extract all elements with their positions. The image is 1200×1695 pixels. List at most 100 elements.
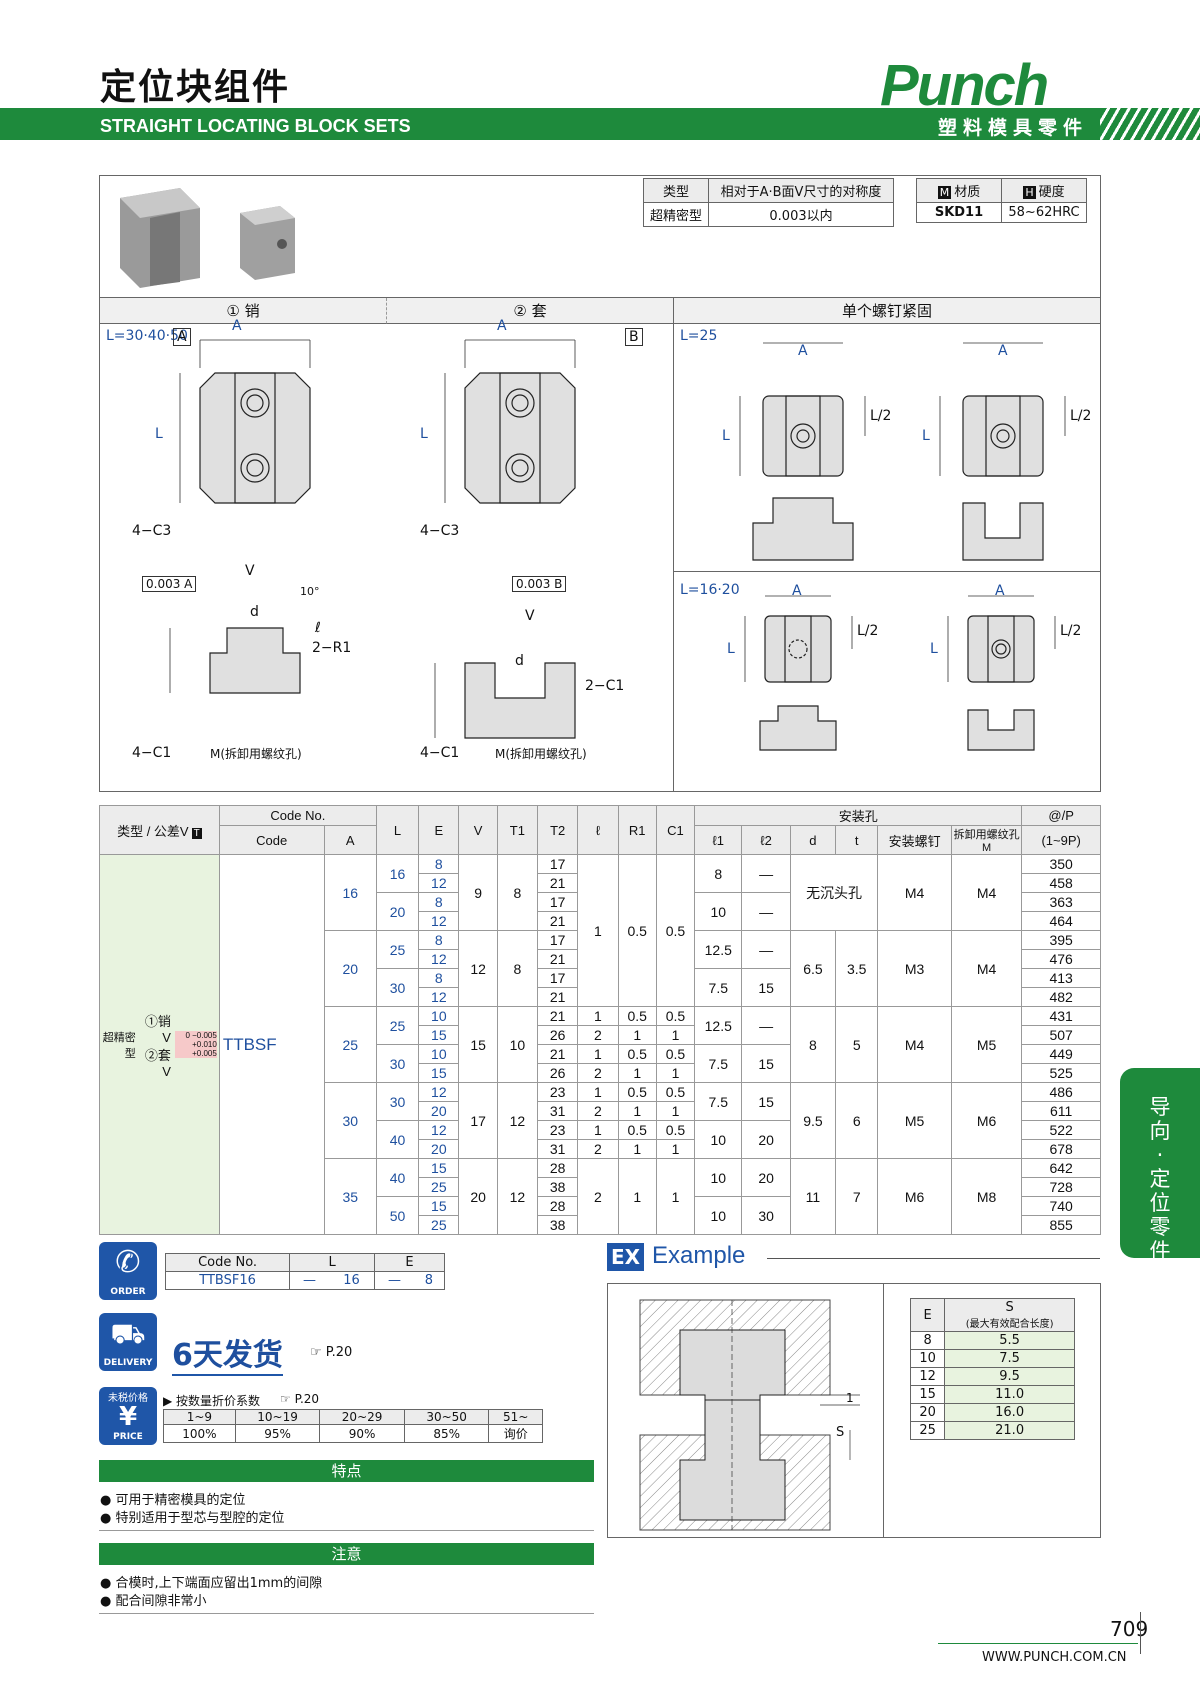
- order-h-e: E: [374, 1253, 445, 1272]
- t1-cell: 12: [496, 1158, 539, 1235]
- l-cell: 16: [375, 854, 420, 893]
- material-label: 材质: [954, 185, 981, 200]
- screw-cell: M3: [877, 930, 952, 1007]
- ref-a: A: [173, 328, 191, 346]
- material-value: SKD11: [916, 202, 1002, 223]
- page-title-cn: 定位块组件: [100, 67, 291, 108]
- c1-cell: 0.5: [655, 1006, 696, 1026]
- delivery-ref[interactable]: ☞ P.20: [310, 1345, 353, 1360]
- hardness-value: 58~62HRC: [1001, 202, 1087, 223]
- e-cell: 15: [418, 1025, 460, 1045]
- c1-cell: 0.5: [655, 1120, 696, 1140]
- order-icon: ✆ ORDER: [99, 1242, 157, 1300]
- l-cell: 40: [375, 1158, 420, 1197]
- qty-cell: 10~19: [234, 1409, 321, 1425]
- price-cell: 611: [1021, 1101, 1101, 1121]
- col-price-sub: (1~9P): [1021, 825, 1101, 855]
- price-cell: 458: [1021, 873, 1101, 893]
- col-l: L: [375, 805, 420, 855]
- category-side-tab[interactable]: [1120, 1068, 1200, 1258]
- dim-half-l-small: L/2: [857, 623, 879, 639]
- dim-l-sleeve: L: [420, 426, 428, 442]
- type-sleeve: ②套 V: [144, 1047, 171, 1079]
- d-cell: 8: [789, 1006, 837, 1083]
- price-cell: 642: [1021, 1158, 1101, 1178]
- tap-cell: M5: [950, 1006, 1023, 1083]
- price-cell: 350: [1021, 854, 1101, 874]
- e-cell: 10: [418, 1044, 460, 1064]
- t1-cell: 8: [496, 930, 539, 1007]
- price-ref[interactable]: ☞ P.20: [280, 1392, 320, 1406]
- price-cell: 740: [1021, 1196, 1101, 1216]
- divider: [938, 1643, 1138, 1644]
- l2-cell: 15: [741, 1082, 791, 1121]
- t2-cell: 23: [537, 1082, 579, 1102]
- tap-cell: M8: [950, 1158, 1023, 1235]
- t2-cell: 28: [537, 1158, 579, 1178]
- dim-half-l: L/2: [1070, 408, 1092, 424]
- t1-cell: 12: [496, 1082, 539, 1159]
- order-h-code: Code No.: [164, 1253, 291, 1272]
- section-pin: ① 销: [100, 298, 387, 324]
- l-cell: 25: [375, 930, 420, 969]
- qty-cell: 30~50: [403, 1409, 490, 1425]
- t2-cell: 26: [537, 1063, 579, 1083]
- l2-cell: —: [741, 892, 791, 931]
- note-item: ● 配合间隙非常小: [100, 1594, 207, 1609]
- logo-subtitle: 塑料模具零件: [938, 117, 1089, 139]
- tap-cell: M4: [950, 854, 1023, 931]
- dim-l-single: L: [722, 428, 730, 444]
- e-cell: 12: [418, 873, 460, 893]
- type-value: 超精密型: [642, 202, 710, 227]
- e-cell: 12: [418, 987, 460, 1007]
- e-cell: 25: [418, 1177, 460, 1197]
- delivery-icon-label: DELIVERY: [103, 1358, 153, 1368]
- e-cell: 12: [418, 1120, 460, 1140]
- l1-cell: 12.5: [694, 1006, 743, 1045]
- punch-logo: Punch: [880, 53, 1049, 118]
- l1-cell: 12.5: [694, 930, 743, 969]
- e-cell: 12: [418, 911, 460, 931]
- l1-cell: 8: [694, 854, 743, 893]
- divider: [673, 298, 674, 791]
- l2-cell: 20: [741, 1120, 791, 1159]
- hardness-badge: H: [1023, 186, 1036, 199]
- col-a: A: [323, 825, 377, 855]
- side-tab-label: 导向·定位零件: [1149, 1095, 1171, 1263]
- example-e-cell: 12: [909, 1367, 946, 1386]
- col-screw: 安装螺钉: [877, 825, 952, 855]
- flatness-b: 0.003 B: [512, 576, 567, 592]
- t-cell: 7: [835, 1158, 879, 1235]
- price-cell: 449: [1021, 1044, 1101, 1064]
- rate-cell: 85%: [403, 1424, 490, 1443]
- l1-cell: 7.5: [694, 1082, 743, 1121]
- t2-cell: 23: [537, 1120, 579, 1140]
- note-item: ● 合模时,上下端面应留出1mm的间隙: [100, 1576, 323, 1591]
- order-dash: —: [374, 1271, 414, 1290]
- r1-cell: 1: [617, 1158, 657, 1235]
- col-l1: ℓ1: [694, 825, 743, 855]
- example-e-cell: 10: [909, 1349, 946, 1368]
- t2-cell: 21: [537, 873, 579, 893]
- rate-cell: 90%: [319, 1424, 405, 1443]
- symmetry-value: 0.003以内: [708, 202, 895, 227]
- t2-cell: 17: [537, 854, 579, 874]
- price-cell: 678: [1021, 1139, 1101, 1159]
- radius-label: 2−R1: [312, 640, 352, 656]
- l2-cell: —: [741, 854, 791, 893]
- a-cell: 20: [323, 930, 377, 1007]
- t2-cell: 31: [537, 1101, 579, 1121]
- example-s-cell: 5.5: [944, 1331, 1075, 1350]
- website-url[interactable]: WWW.PUNCH.COM.CN: [982, 1650, 1127, 1665]
